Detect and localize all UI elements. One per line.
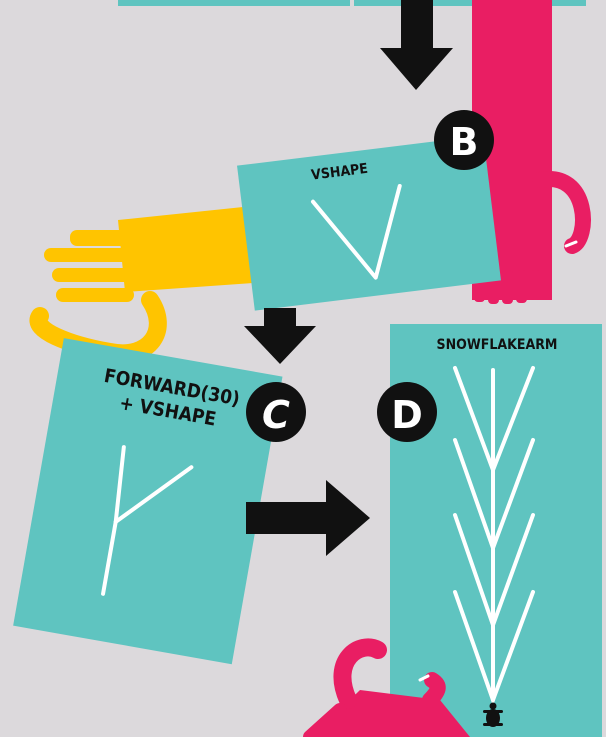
badge-d: D (377, 382, 437, 442)
badge-b: B (434, 110, 494, 170)
badge-c-letter: C (262, 393, 290, 437)
card-snowflakearm-title: SNOWFLAKEARM (437, 337, 558, 353)
top-card-left (118, 0, 350, 6)
badge-b-letter: B (450, 120, 479, 164)
badge-c: C (246, 382, 306, 442)
badge-d-letter: D (391, 393, 423, 437)
